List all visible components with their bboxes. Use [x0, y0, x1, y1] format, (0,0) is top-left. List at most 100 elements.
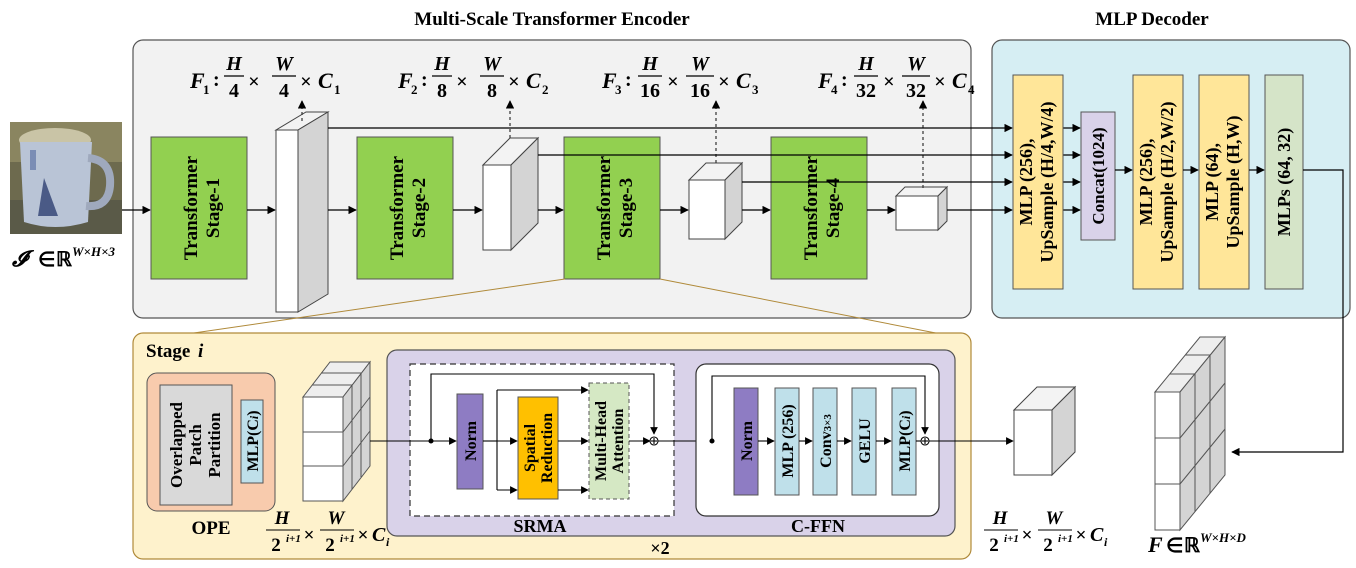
- svg-text:×: ×: [1022, 525, 1033, 546]
- cffn-norm: Norm: [733, 387, 759, 496]
- decoder-mlp-3: MLP (64), UpSample (H,W): [1198, 74, 1250, 290]
- svg-text:∈: ∈: [38, 249, 55, 271]
- svg-text::: :: [625, 69, 632, 91]
- output-label: F ∈ ℝ W×H×D: [1147, 530, 1246, 557]
- svg-text:Patch: Patch: [186, 424, 205, 466]
- svg-text:×: ×: [508, 71, 519, 93]
- svg-text:32: 32: [856, 80, 876, 102]
- cffn-conv: Conv3×3: [812, 387, 838, 496]
- svg-text::: :: [841, 69, 848, 91]
- svg-text:H: H: [433, 53, 451, 75]
- svg-text:2: 2: [989, 535, 999, 556]
- ope-block: Overlapped Patch Partition MLP(Ci): [146, 372, 276, 512]
- svg-text:Transformer: Transformer: [594, 155, 615, 260]
- svg-text:×: ×: [934, 71, 945, 93]
- svg-text:MLP (256),: MLP (256),: [1016, 139, 1037, 226]
- cffn-label: C-FFN: [791, 516, 845, 536]
- transformer-stage-3: Transformer Stage-3: [563, 136, 661, 280]
- feature-dashed-arrows: [297, 100, 928, 188]
- svg-text:Attention: Attention: [610, 408, 627, 473]
- svg-text:×: ×: [300, 71, 311, 93]
- decoder-concat: Concat(1024): [1080, 111, 1116, 241]
- svg-text:i+1: i+1: [286, 533, 301, 545]
- svg-text:H: H: [225, 53, 243, 75]
- svg-text:Transformer: Transformer: [387, 155, 408, 260]
- svg-text:Stage: Stage: [146, 341, 190, 362]
- svg-text:Reduction: Reduction: [539, 413, 556, 483]
- decoder-mlp-1: MLP (256), UpSample (H/4,W/4): [1012, 74, 1064, 290]
- svg-text:Transformer: Transformer: [801, 155, 822, 260]
- svg-text:ℝ: ℝ: [1184, 535, 1201, 557]
- stage-detail-title: Stage i: [146, 341, 204, 362]
- feature-map-1: [274, 111, 330, 313]
- output-feature-cube: [1153, 335, 1227, 532]
- cffn-mlp-256: MLP (256): [774, 387, 800, 496]
- svg-text:2: 2: [325, 535, 335, 556]
- multi-head-attention: Multi-Head Attention: [588, 382, 630, 500]
- svg-text:W: W: [275, 53, 294, 75]
- svg-text:i+1: i+1: [1058, 533, 1073, 545]
- encoder-title: Multi-Scale Transformer Encoder: [414, 9, 690, 30]
- svg-text:W: W: [328, 508, 346, 529]
- svg-text:UpSample (H,W): UpSample (H,W): [1223, 115, 1244, 248]
- svg-text:×: ×: [358, 525, 369, 546]
- svg-text:8: 8: [487, 80, 497, 102]
- svg-text:2: 2: [1043, 535, 1053, 556]
- svg-text:F: F: [189, 68, 205, 93]
- svg-text:4: 4: [279, 80, 289, 102]
- svg-text:i: i: [198, 341, 204, 362]
- svg-text:MLPs (64, 32): MLPs (64, 32): [1274, 128, 1295, 236]
- svg-text:Spatial: Spatial: [522, 423, 539, 472]
- svg-text:2: 2: [271, 535, 281, 556]
- svg-text:W: W: [691, 53, 710, 75]
- feature-label-3: F 3 : H 16 × W 16 × C 3: [601, 53, 759, 102]
- stage-size-label-1: H 2 i+1 × W 2 i+1 × C i: [266, 508, 390, 556]
- svg-text:4: 4: [831, 82, 838, 97]
- svg-text:F: F: [1147, 532, 1163, 557]
- svg-text:Stage-3: Stage-3: [616, 178, 637, 238]
- svg-text:Concat(1024): Concat(1024): [1089, 127, 1108, 224]
- feature-map-3: [687, 161, 744, 241]
- svg-text:Transformer: Transformer: [181, 155, 202, 260]
- svg-text:MLP (256): MLP (256): [780, 404, 797, 477]
- svg-text:i: i: [1104, 535, 1108, 549]
- srma-norm: Norm: [456, 393, 484, 490]
- stage-output-cuboid: [1012, 385, 1077, 477]
- svg-text:H: H: [641, 53, 659, 75]
- svg-text:C: C: [372, 524, 386, 546]
- svg-text:Stage-1: Stage-1: [203, 178, 224, 238]
- svg-text:16: 16: [640, 80, 660, 102]
- svg-text:4: 4: [968, 82, 975, 97]
- skip-connections: [328, 123, 1081, 215]
- svg-text:×: ×: [248, 71, 259, 93]
- svg-text:Multi-Head: Multi-Head: [593, 401, 610, 481]
- transformer-stage-1: Transformer Stage-1: [150, 136, 248, 280]
- svg-text:1: 1: [334, 82, 341, 97]
- svg-text:C: C: [952, 68, 967, 93]
- svg-text:×: ×: [718, 71, 729, 93]
- transformer-stage-4: Transformer Stage-4: [770, 136, 868, 280]
- svg-text:MLP(Ci): MLP(Ci): [897, 410, 914, 471]
- decoder-mlp-2: MLP (256), UpSample (H/2,W/2): [1132, 74, 1184, 290]
- decoder-flow-arrows: [1115, 165, 1344, 457]
- svg-text:×: ×: [456, 71, 467, 93]
- cffn-gelu: GELU: [851, 387, 877, 496]
- svg-text:H: H: [274, 508, 291, 529]
- svg-text:C: C: [318, 68, 333, 93]
- svg-text:16: 16: [690, 80, 710, 102]
- svg-text:8: 8: [437, 80, 447, 102]
- srma-label: SRMA: [514, 516, 567, 536]
- feature-label-2: F 2 : H 8 × W 8 × C 2: [397, 53, 549, 102]
- svg-text:C: C: [736, 68, 751, 93]
- svg-text:×: ×: [667, 71, 678, 93]
- svg-text:F: F: [817, 68, 833, 93]
- svg-text:W: W: [1046, 508, 1064, 529]
- svg-text:Norm: Norm: [739, 420, 756, 461]
- encoder-panel: [132, 39, 972, 319]
- srma-arrows: [370, 373, 734, 494]
- svg-text:Conv3×3: Conv3×3: [818, 414, 835, 468]
- svg-text:UpSample (H/4,W/4): UpSample (H/4,W/4): [1037, 101, 1058, 262]
- svg-text:W: W: [483, 53, 502, 75]
- svg-text:W×H×D: W×H×D: [1200, 530, 1246, 545]
- svg-text:ℝ: ℝ: [56, 249, 73, 271]
